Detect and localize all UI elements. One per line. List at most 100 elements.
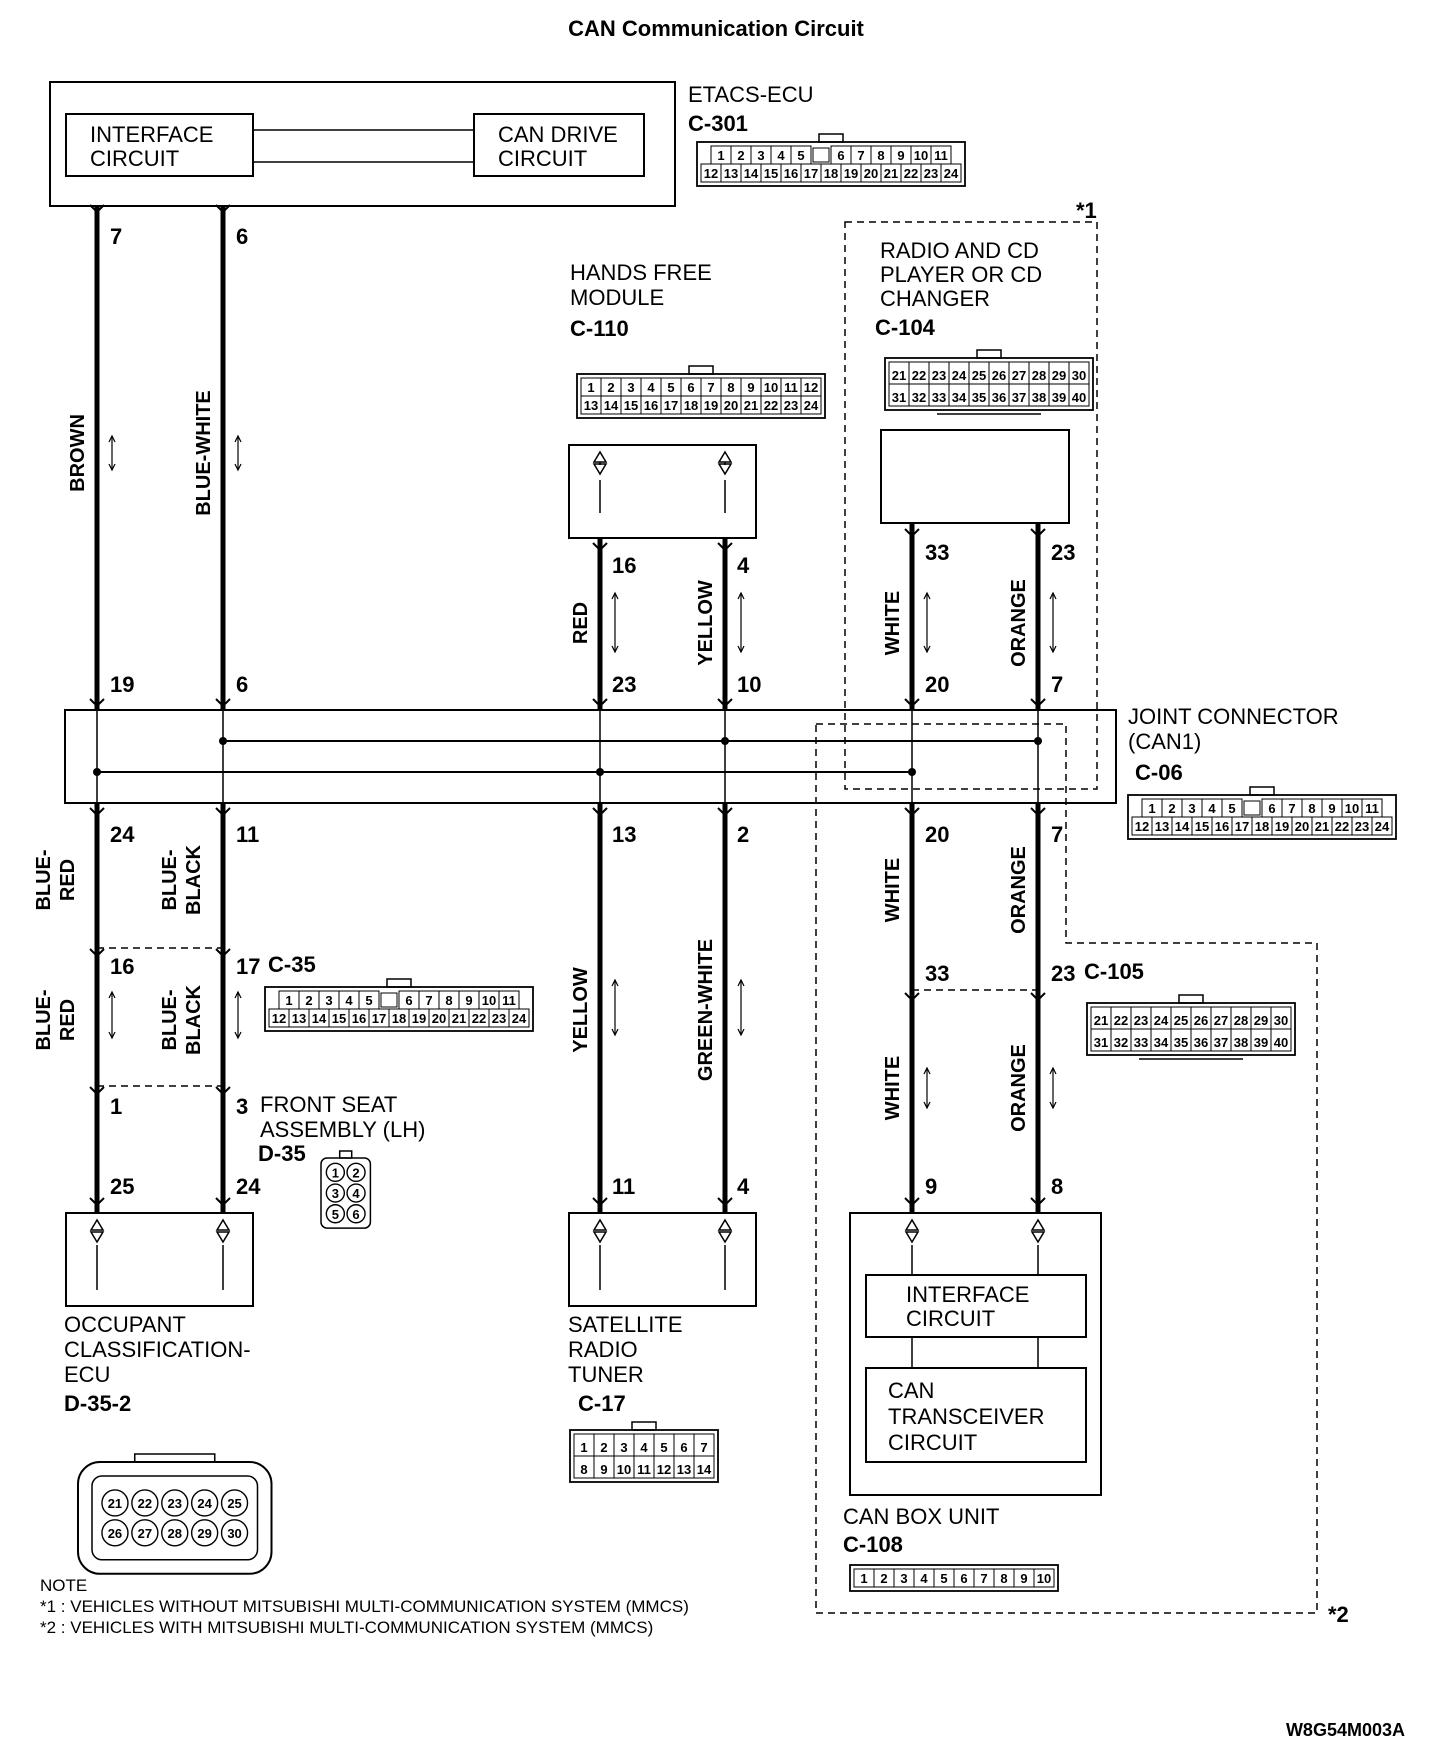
- c301-face-pin: 13: [724, 166, 738, 181]
- terminal-chevron: [592, 1197, 608, 1207]
- c301-face-pin: 5: [797, 148, 804, 163]
- c35-face-pin: 7: [425, 993, 432, 1008]
- c301-face-pin: 10: [914, 148, 928, 163]
- occupant-name-2: CLASSIFICATION-: [64, 1337, 251, 1362]
- c301-face-pin: 24: [944, 166, 959, 181]
- d35-face-pin-circle: [346, 1162, 366, 1183]
- c105-face-pin: 26: [1194, 1013, 1208, 1028]
- c301-face-pin: 23: [924, 166, 938, 181]
- joint-connector-box: [64, 709, 1117, 804]
- c06-face-pin: 22: [1335, 819, 1349, 834]
- c17-face-pin: 13: [677, 1462, 691, 1477]
- io-triangle: [904, 1218, 920, 1231]
- c108-face-outline: [849, 1564, 1059, 1592]
- occupant-connector-code: D-35-2: [64, 1391, 131, 1416]
- can-box-transceiver-label-2: TRANSCEIVER: [888, 1404, 1044, 1429]
- pin-number: 2: [737, 822, 749, 847]
- terminal-chevron: [89, 1197, 105, 1207]
- c301-face-pin: 14: [744, 166, 759, 181]
- d35-face-pin-circle: [346, 1204, 366, 1224]
- c104-face-pin: 29: [1052, 368, 1066, 383]
- etacs-interface-label: INTERFACE: [90, 122, 213, 147]
- etacs-name: ETACS-ECU: [688, 82, 814, 107]
- c35-face-blank-cell: [380, 992, 398, 1008]
- c108-face-cell: [1033, 1568, 1055, 1588]
- d352-face-latch: [134, 1453, 216, 1463]
- c35-face-pin: 3: [325, 993, 332, 1008]
- c17-face-pin: 10: [617, 1462, 631, 1477]
- satellite-body: [568, 1212, 757, 1307]
- d35-face-outline: [320, 1157, 372, 1229]
- c35-face-pin: 19: [412, 1011, 426, 1026]
- joint-name-2: (CAN1): [1128, 729, 1201, 754]
- c110-face-pin: 3: [627, 380, 634, 395]
- io-triangle: [215, 1218, 231, 1231]
- terminal-chevron: [592, 698, 608, 708]
- c06-face-pin: 2: [1168, 801, 1175, 816]
- c104-face-pin: 33: [932, 390, 946, 405]
- terminal-chevron: [592, 542, 608, 552]
- c105-face-pin: 28: [1234, 1013, 1248, 1028]
- front-seat-name: FRONT SEAT: [260, 1092, 397, 1117]
- hands-free-name-2: MODULE: [570, 285, 664, 310]
- c110-face-pin: 15: [624, 398, 638, 413]
- c110-face-pin: 24: [804, 398, 819, 413]
- radio-connector-code: C-104: [875, 315, 936, 340]
- c301-face-pin: 16: [784, 166, 798, 181]
- terminal-chevron: [1030, 698, 1046, 708]
- joint-name: JOINT CONNECTOR: [1128, 704, 1339, 729]
- terminal-chevron: [215, 1197, 231, 1207]
- c301-face-pin: 8: [877, 148, 884, 163]
- pin-number: 20: [925, 822, 949, 847]
- c35-face-pin: 24: [512, 1011, 527, 1026]
- io-triangle: [592, 450, 608, 463]
- signal-arrow-head: [108, 990, 116, 999]
- c104-face-pin: 27: [1012, 368, 1026, 383]
- c06-face-pin: 3: [1188, 801, 1195, 816]
- signal-arrow-head: [108, 463, 116, 472]
- d352-face-pin: 26: [108, 1526, 122, 1541]
- terminal-chevron: [717, 542, 733, 552]
- c104-face-pin: 28: [1032, 368, 1046, 383]
- c110-face-pin: 12: [804, 380, 818, 395]
- c35-face-pin: 10: [482, 993, 496, 1008]
- occupant-name-3: ECU: [64, 1362, 110, 1387]
- c301-face-pin: 9: [897, 148, 904, 163]
- d35-face-pin: 3: [332, 1186, 339, 1201]
- c35-face-pin: 2: [305, 993, 312, 1008]
- c06-face-key: [1249, 786, 1275, 796]
- wire-color-label: WHITE: [882, 591, 904, 655]
- c06-face-blank-cell: [1243, 800, 1261, 816]
- signal-arrow-head: [611, 645, 619, 654]
- c06-face-pin: 12: [1135, 819, 1149, 834]
- c17-face-key: [631, 1421, 657, 1431]
- d352-face-pin-circle: [131, 1489, 159, 1517]
- signal-arrow-head: [108, 434, 116, 443]
- c105-connector-code: C-105: [1084, 959, 1144, 984]
- c35-face-pin: 20: [432, 1011, 446, 1026]
- d352-face-pin-circle: [161, 1489, 189, 1517]
- c17-face-pin: 2: [600, 1440, 607, 1455]
- terminal-chevron: [1030, 528, 1046, 538]
- c108-face-pin: 9: [1020, 1571, 1027, 1586]
- signal-arrow-head: [611, 591, 619, 600]
- satellite-connector-code: C-17: [578, 1391, 626, 1416]
- c301-face-blank-cell: [812, 147, 830, 163]
- pin-number: 11: [236, 822, 259, 847]
- hands-free-name: HANDS FREE: [570, 260, 712, 285]
- c35-face-cell: [508, 1008, 530, 1028]
- c301-face-pin: 15: [764, 166, 778, 181]
- c105-face-pin: 29: [1254, 1013, 1268, 1028]
- wire-color-label: RED: [57, 859, 79, 901]
- pin-number: 7: [1051, 672, 1063, 697]
- d352-face-pin-circle: [190, 1489, 219, 1517]
- signal-arrow-head: [234, 463, 242, 472]
- wire-color-label: WHITE: [882, 1056, 904, 1120]
- terminal-chevron: [89, 1086, 105, 1096]
